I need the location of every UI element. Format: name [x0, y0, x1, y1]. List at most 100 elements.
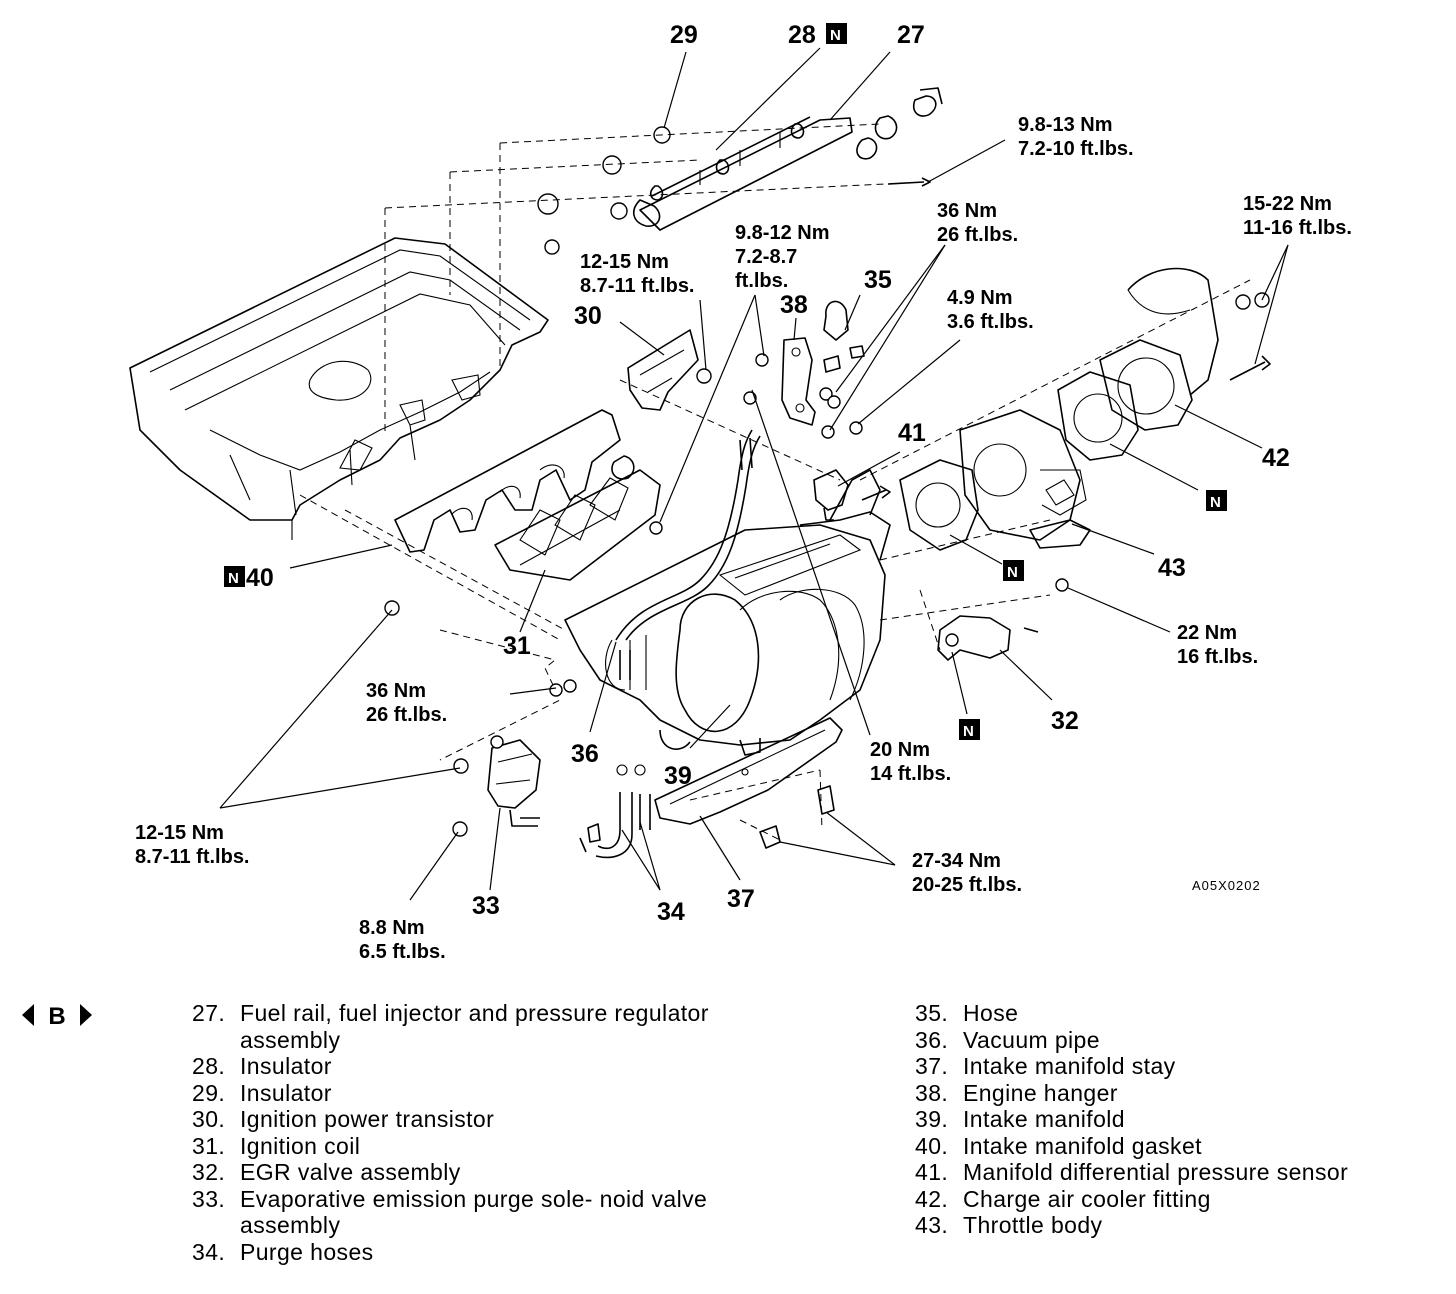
svg-text:20-25 ft.lbs.: 20-25 ft.lbs.	[912, 874, 1022, 896]
legend-item: 32.EGR valve assembly	[192, 1159, 461, 1185]
torque-spec-manifold-lower: 36 Nm 26 ft.lbs.	[366, 680, 447, 726]
legend-item: 37.Intake manifold stay	[915, 1053, 1176, 1079]
svg-text:9.8-13 Nm: 9.8-13 Nm	[1018, 114, 1113, 136]
svg-text:N: N	[1007, 564, 1018, 581]
new-part-markers: N N N N N	[224, 23, 1227, 740]
svg-text:15-22 Nm: 15-22 Nm	[1243, 193, 1332, 215]
legend-item: 42.Charge air cooler fitting	[915, 1185, 1211, 1212]
svg-text:4.9 Nm: 4.9 Nm	[947, 287, 1013, 309]
svg-text:36 Nm: 36 Nm	[366, 680, 426, 702]
fuel-rail-drawing	[537, 87, 943, 255]
svg-text:ft.lbs.: ft.lbs.	[735, 270, 788, 292]
svg-text:9.8-12 Nm: 9.8-12 Nm	[735, 222, 830, 244]
purge-hoses-drawing	[579, 764, 651, 859]
torque-spec-fuel-rail-bolt: 9.8-13 Nm 7.2-10 ft.lbs.	[1018, 114, 1134, 160]
new-part-marker-gasket-42: N	[1206, 490, 1227, 511]
svg-text:22 Nm: 22 Nm	[1177, 622, 1237, 644]
charge-air-cooler-fitting-drawing	[1057, 267, 1271, 461]
callout-27: 27	[897, 21, 925, 49]
assembly-center-lines	[299, 123, 1251, 841]
legend-item: 41.Manifold differential pressure sensor	[915, 1159, 1349, 1185]
callout-39: 39	[664, 762, 692, 790]
legend-item: 28.Insulator	[192, 1053, 332, 1079]
legend-item: 35.Hose	[915, 1000, 1019, 1026]
ignition-power-transistor-drawing	[627, 329, 712, 411]
new-part-marker-40: N	[224, 566, 245, 587]
torque-spec-hanger: 36 Nm 26 ft.lbs.	[937, 200, 1018, 246]
purge-solenoid-drawing	[384, 600, 577, 837]
engine-hanger-drawing	[743, 300, 865, 439]
legend-item: 36.Vacuum pipe	[915, 1026, 1100, 1053]
legend-item: 34.Purge hoses	[192, 1238, 374, 1265]
legend-item: 40.Intake manifold gasket	[915, 1132, 1202, 1159]
legend-item: 31.Ignition coil	[192, 1132, 361, 1159]
callout-41: 41	[898, 419, 926, 447]
legend-column-left: 27.Fuel rail, fuel injector and pressure…	[192, 1000, 712, 1265]
callout-34: 34	[657, 898, 685, 926]
callout-43: 43	[1158, 554, 1186, 582]
vacuum-pipe-drawing	[615, 429, 761, 680]
svg-text:8.7-11 ft.lbs.: 8.7-11 ft.lbs.	[580, 275, 695, 297]
legend-item: 30.Ignition power transistor	[192, 1106, 495, 1132]
torque-spec-manifold-nut: 20 Nm 14 ft.lbs.	[870, 739, 951, 785]
nav-badge: B	[22, 1003, 92, 1030]
callout-28: 28	[788, 21, 816, 49]
throttle-body-drawing	[899, 409, 1091, 551]
legend-item: 38.Engine hanger	[915, 1079, 1118, 1106]
egr-valve-drawing	[937, 578, 1069, 661]
legend-item: 27.Fuel rail, fuel injector and pressure…	[192, 1000, 709, 1053]
svg-text:N: N	[228, 570, 239, 587]
svg-text:N: N	[1210, 494, 1221, 511]
figure-code: A05X0202	[1192, 878, 1261, 893]
pressure-sensor-drawing	[813, 469, 891, 521]
svg-text:N: N	[830, 27, 841, 44]
svg-text:12-15 Nm: 12-15 Nm	[135, 822, 224, 844]
callout-42: 42	[1262, 444, 1290, 472]
callout-31: 31	[503, 632, 531, 660]
torque-spec-solenoid: 8.8 Nm 6.5 ft.lbs.	[359, 917, 446, 963]
legend-item: 43.Throttle body	[915, 1212, 1103, 1238]
svg-text:3.6 ft.lbs.: 3.6 ft.lbs.	[947, 311, 1034, 333]
callout-35: 35	[864, 266, 892, 294]
intake-manifold-drawing	[564, 469, 891, 756]
callout-numbers: 29 28 27 35 38 30 41 42 43 40 31 32 36 3…	[246, 21, 1290, 926]
svg-text:N: N	[963, 723, 974, 740]
left-triangle-icon	[22, 1004, 34, 1026]
torque-spec-sensor: 4.9 Nm 3.6 ft.lbs.	[947, 287, 1034, 333]
legend-column-right: 35.Hose 36.Vacuum pipe 37.Intake manifol…	[915, 1000, 1435, 1239]
engine-cylinder-head-drawing	[129, 237, 549, 540]
callout-38: 38	[780, 291, 808, 319]
svg-text:26 ft.lbs.: 26 ft.lbs.	[366, 704, 447, 726]
legend-item: 39.Intake manifold	[915, 1106, 1125, 1132]
torque-spec-cooler-fitting: 15-22 Nm 11-16 ft.lbs.	[1243, 193, 1352, 239]
torque-spec-solenoid-bracket: 12-15 Nm 8.7-11 ft.lbs.	[135, 822, 250, 868]
legend-item: 29.Insulator	[192, 1079, 332, 1106]
svg-text:7.2-10 ft.lbs.: 7.2-10 ft.lbs.	[1018, 138, 1134, 160]
right-triangle-icon	[80, 1004, 92, 1026]
svg-text:8.8 Nm: 8.8 Nm	[359, 917, 425, 939]
nav-badge-label: B	[48, 1003, 65, 1030]
new-part-marker-gasket-43: N	[1003, 560, 1024, 581]
torque-spec-coil-bracket: 9.8-12 Nm 7.2-8.7 ft.lbs.	[735, 222, 830, 292]
callout-29: 29	[670, 21, 698, 49]
torque-spec-manifold-stay: 27-34 Nm 20-25 ft.lbs.	[912, 850, 1022, 896]
svg-text:16 ft.lbs.: 16 ft.lbs.	[1177, 646, 1258, 668]
svg-text:36 Nm: 36 Nm	[937, 200, 997, 222]
svg-text:12-15 Nm: 12-15 Nm	[580, 251, 669, 273]
svg-text:6.5 ft.lbs.: 6.5 ft.lbs.	[359, 941, 446, 963]
svg-text:14 ft.lbs.: 14 ft.lbs.	[870, 763, 951, 785]
svg-text:7.2-8.7: 7.2-8.7	[735, 246, 797, 268]
callout-33: 33	[472, 892, 500, 920]
ignition-coil-drawing	[494, 469, 663, 581]
callout-32: 32	[1051, 707, 1079, 735]
svg-text:11-16 ft.lbs.: 11-16 ft.lbs.	[1243, 217, 1352, 239]
callout-36: 36	[571, 740, 599, 768]
new-part-marker-egr: N	[959, 719, 980, 740]
torque-specs: 9.8-13 Nm 7.2-10 ft.lbs. 15-22 Nm 11-16 …	[135, 114, 1352, 963]
torque-spec-egr-valve: 22 Nm 16 ft.lbs.	[1177, 622, 1258, 668]
leader-lines	[219, 47, 1289, 901]
svg-text:26 ft.lbs.: 26 ft.lbs.	[937, 224, 1018, 246]
exploded-view-diagram: 29 28 27 35 38 30 41 42 43 40 31 32 36 3…	[129, 21, 1352, 963]
svg-text:27-34 Nm: 27-34 Nm	[912, 850, 1001, 872]
callout-40: 40	[246, 564, 274, 592]
